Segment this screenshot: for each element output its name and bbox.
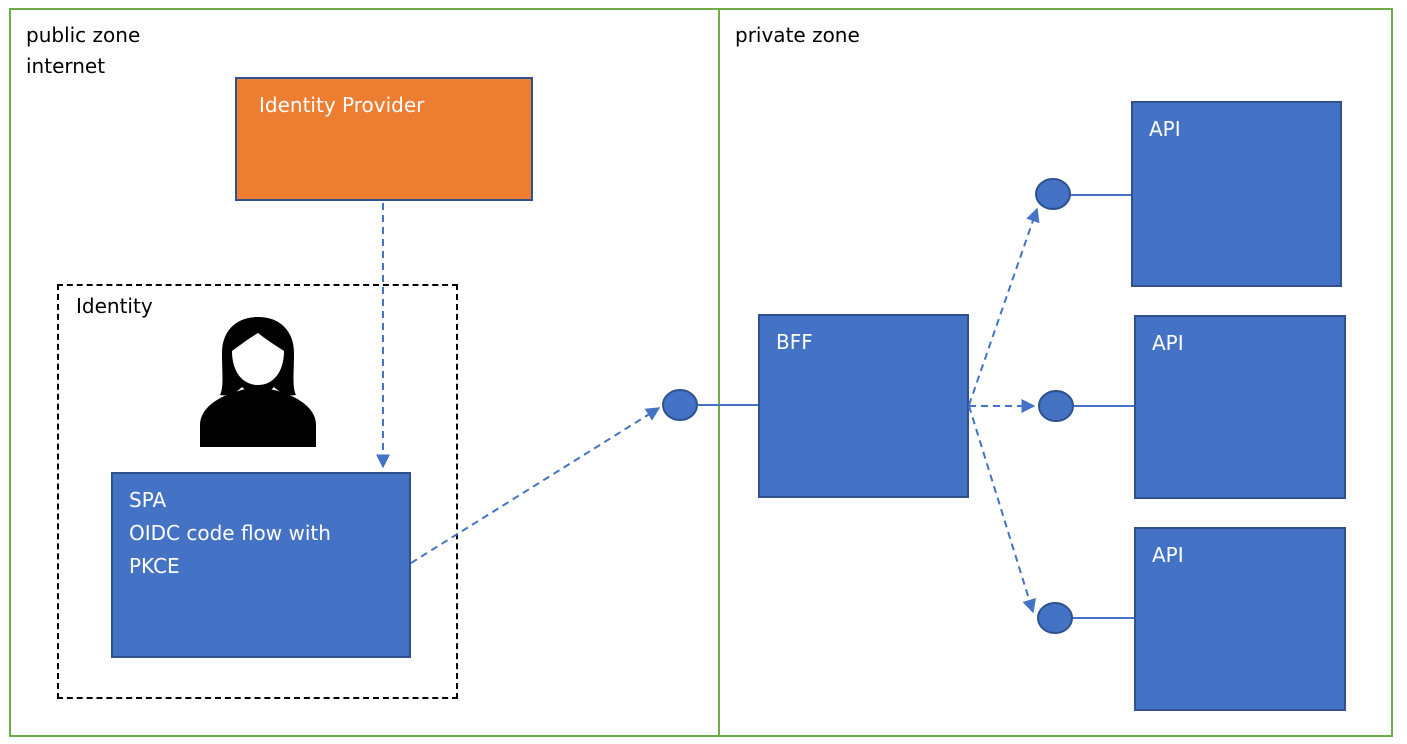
public-zone-label-line2: internet bbox=[26, 54, 106, 78]
bff-box: BFF bbox=[758, 314, 969, 498]
spa-box: SPA OIDC code flow with PKCE bbox=[111, 472, 411, 658]
identity-group: Identity bbox=[57, 284, 458, 699]
private-zone bbox=[718, 8, 1393, 737]
api2-interface-node bbox=[1038, 390, 1074, 422]
identity-provider-label: Identity Provider bbox=[259, 93, 425, 117]
spa-label-line1: SPA bbox=[129, 488, 167, 512]
api1-interface-node bbox=[1035, 178, 1071, 210]
api-label-2: API bbox=[1152, 331, 1184, 355]
api-box-3: API bbox=[1134, 527, 1346, 711]
api-label-1: API bbox=[1149, 117, 1181, 141]
api-box-2: API bbox=[1134, 315, 1346, 499]
bff-to-api3-arrow bbox=[968, 405, 1036, 614]
bff-interface-node bbox=[662, 389, 698, 421]
private-zone-label: private zone bbox=[735, 23, 860, 47]
identity-group-label: Identity bbox=[76, 294, 153, 318]
api3-interface-node bbox=[1037, 602, 1073, 634]
api-label-3: API bbox=[1152, 543, 1184, 567]
bff-to-api1-arrow bbox=[968, 207, 1040, 406]
bff-label: BFF bbox=[776, 330, 813, 354]
public-zone-label: public zone internet bbox=[26, 20, 140, 82]
spa-to-bff-arrow bbox=[410, 407, 661, 564]
spa-label-line2: OIDC code flow with bbox=[129, 521, 331, 545]
identity-provider-box: Identity Provider bbox=[235, 77, 533, 201]
spa-label-line3: PKCE bbox=[129, 554, 180, 578]
public-zone-label-line1: public zone bbox=[26, 23, 141, 47]
user-icon bbox=[200, 317, 316, 447]
api-box-1: API bbox=[1131, 101, 1342, 287]
